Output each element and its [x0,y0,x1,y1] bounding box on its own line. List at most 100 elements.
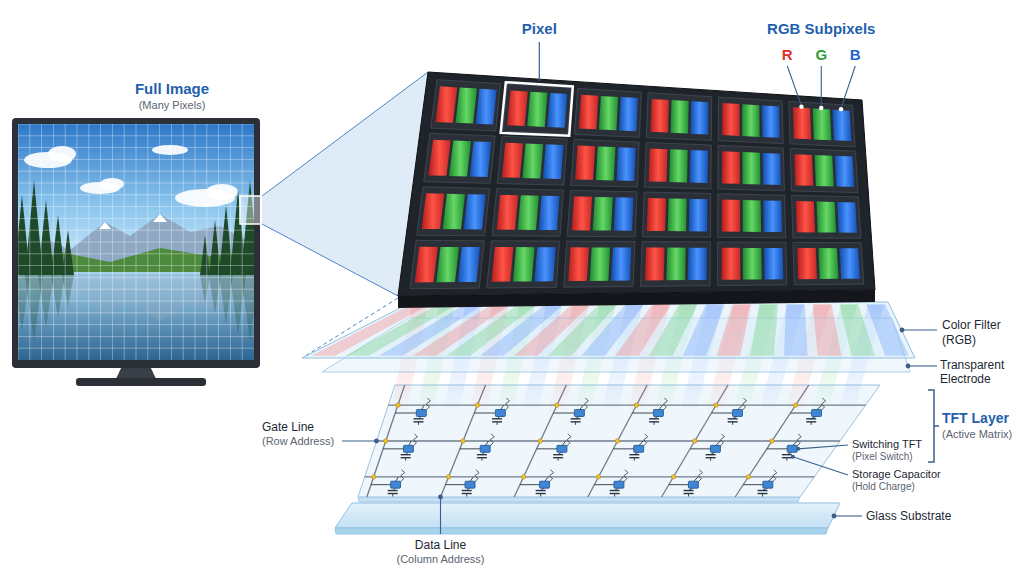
subpixel [722,248,741,280]
pixel-cell [718,97,783,144]
tft-bracket [928,390,939,462]
glass-substrate [335,503,840,534]
pixel-cell [492,189,563,237]
line-junction [446,475,450,479]
capacitor-plate [706,454,716,455]
layer-label: Color Filter [942,318,1001,332]
line-junction [521,475,525,479]
leader-dot [839,107,843,111]
subpixel [435,86,457,122]
subpixel [742,152,760,184]
pixel-grid-line [18,135,254,136]
subpixel [614,197,634,231]
monitor-base [76,378,206,386]
leader-line [787,66,801,106]
source-wire [383,448,403,449]
leader-dot [799,105,803,109]
subpixel [449,141,471,177]
leader-line [821,66,822,107]
capacitor-plate [684,490,694,491]
line-label: Gate Line [262,420,314,434]
pixel-cell [790,148,858,192]
subpixel [763,200,782,232]
pixel-grid-line [18,230,254,231]
tree-reflection [209,275,221,314]
subpixel [794,154,813,186]
subpixel [742,104,760,137]
line-junction [384,439,388,443]
subpixel [840,248,860,279]
capacitor-wire [732,422,733,425]
subpixel [647,198,666,231]
pixel-grid-line [18,265,254,266]
subpixel-heading: RGB Subpixels [767,20,875,38]
leader-dot [374,439,379,444]
subpixel [763,153,781,185]
subpixel [513,247,535,281]
leader-line [910,365,937,366]
green-letter: G [815,46,827,64]
subpixel [436,247,459,282]
pixel-grid-line [18,159,254,160]
pixel-grid-line [18,124,254,125]
capacitor-plate [782,454,792,455]
pixel-wire [643,434,648,447]
pixel-cell [567,190,637,237]
subpixel [527,92,547,127]
pixel-cell [717,242,787,286]
capacitor-wire [762,494,763,497]
subpixel [539,196,560,230]
capacitor-plate [492,418,502,419]
subpixel [575,146,595,180]
capacitor-wire [654,422,655,425]
subpixel [815,155,834,186]
monitor [12,118,262,386]
line-junction [770,439,774,443]
cloud [100,178,124,190]
subpixel [743,248,762,280]
subpixel [596,146,616,180]
capacitor-plate [388,490,398,491]
line-label: Data Line [415,538,466,552]
capacitor-plate [758,490,768,491]
pixel-grid-line [18,194,254,195]
line-junction [371,475,375,479]
tree [62,230,74,275]
layer-label: Glass Substrate [866,509,951,523]
pixel-cell [417,187,490,236]
subpixel [797,248,817,279]
source-wire [520,484,540,485]
pixel-wire [623,470,628,483]
subpixel [590,247,610,281]
leader-dot [900,328,905,333]
pixel-highlight [501,82,573,136]
leader-line [841,66,855,108]
subpixel [464,194,486,229]
line-junction [538,439,542,443]
capacitor-plate [536,490,546,491]
pixel-cell [718,145,785,190]
subpixel [645,248,665,281]
switching-tft [403,445,413,452]
pixel-grid-line [18,301,254,302]
subpixel [443,194,465,229]
monitor-bezel [12,118,260,368]
filter-stripe [750,304,778,356]
switching-tft [391,481,401,488]
filter-stripe [784,304,808,356]
switching-tft [480,445,490,452]
pixel-wire [412,434,417,447]
line-junction [461,439,465,443]
subpixel [579,95,599,130]
switching-tft [634,445,644,452]
subpixel [415,247,438,283]
pixel-grid-line [18,312,254,313]
switching-tft [787,445,797,452]
subpixel [688,248,707,280]
subpixel [599,96,618,130]
red-letter: R [782,46,793,64]
switching-tft [539,481,549,488]
image-heading: Full Image [135,80,209,98]
filter-stripe [866,304,909,356]
pixel-cell [646,93,711,141]
